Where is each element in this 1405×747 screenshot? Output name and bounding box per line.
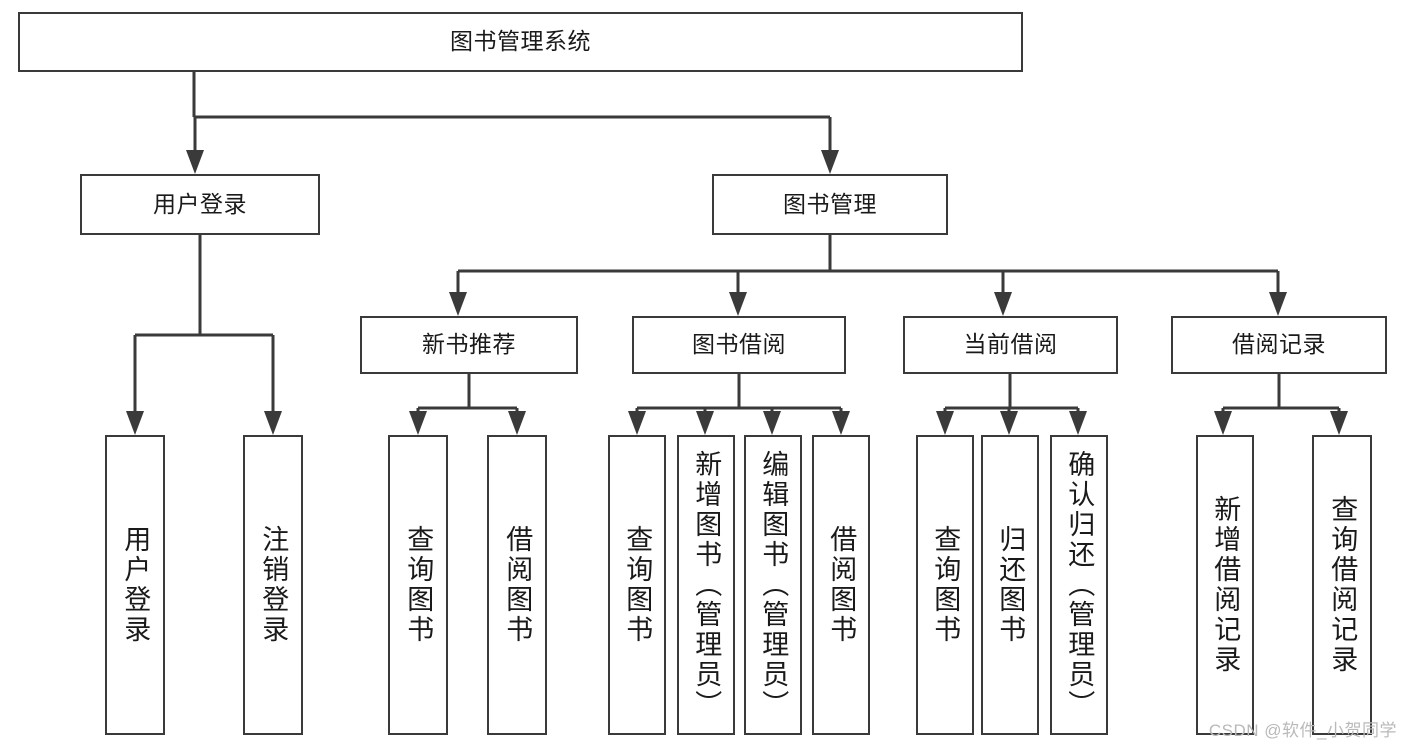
node-label-current: 当前借阅 — [963, 331, 1058, 358]
node-label-newbook: 新书推荐 — [422, 331, 516, 358]
node-label-l-logout: 注销登录 — [258, 525, 289, 645]
node-label-b-add: 新增图书（管理员） — [691, 450, 722, 720]
connector-login-arrowhead-1 — [264, 411, 282, 435]
connector-current-arrowhead-1 — [1000, 411, 1018, 435]
node-label-login: 用户登录 — [153, 190, 247, 217]
node-label-root: 图书管理系统 — [450, 28, 591, 55]
node-b-take[interactable]: 借阅图书 — [812, 435, 870, 735]
node-label-n-query: 查询图书 — [403, 525, 434, 645]
node-root[interactable]: 图书管理系统 — [18, 12, 1023, 72]
node-b-query[interactable]: 查询图书 — [608, 435, 666, 735]
node-label-borrow: 图书借阅 — [692, 331, 786, 358]
node-label-b-edit: 编辑图书（管理员） — [758, 450, 789, 720]
connector-borrow-arrowhead-3 — [832, 411, 850, 435]
node-record[interactable]: 借阅记录 — [1171, 316, 1387, 374]
node-label-b-take: 借阅图书 — [826, 525, 857, 645]
connector-borrow-arrowhead-2 — [763, 411, 781, 435]
connector-bookmgmt-arrowhead-2 — [994, 292, 1012, 316]
connector-bookmgmt-arrowhead-0 — [449, 292, 467, 316]
node-r-add[interactable]: 新增借阅记录 — [1196, 435, 1254, 735]
node-label-c-return: 归还图书 — [995, 525, 1026, 645]
connector-root-arrowhead-1 — [821, 150, 839, 174]
node-current[interactable]: 当前借阅 — [903, 316, 1118, 374]
node-borrow[interactable]: 图书借阅 — [632, 316, 846, 374]
connector-borrow-arrowhead-0 — [628, 411, 646, 435]
node-l-login[interactable]: 用户登录 — [105, 435, 165, 735]
connector-current-arrowhead-0 — [936, 411, 954, 435]
node-c-query[interactable]: 查询图书 — [916, 435, 974, 735]
connector-root-arrowhead-0 — [186, 150, 204, 174]
node-n-borrow[interactable]: 借阅图书 — [487, 435, 547, 735]
node-label-b-query: 查询图书 — [622, 525, 653, 645]
connector-record-arrowhead-1 — [1330, 411, 1348, 435]
node-c-confirm[interactable]: 确认归还（管理员） — [1050, 435, 1108, 735]
node-b-add[interactable]: 新增图书（管理员） — [677, 435, 735, 735]
node-login[interactable]: 用户登录 — [80, 174, 320, 235]
connector-current-arrowhead-2 — [1069, 411, 1087, 435]
node-l-logout[interactable]: 注销登录 — [243, 435, 303, 735]
node-label-bookmgmt: 图书管理 — [783, 190, 877, 217]
connector-newbook-arrowhead-1 — [508, 411, 526, 435]
connector-borrow-arrowhead-1 — [696, 411, 714, 435]
node-label-r-add: 新增借阅记录 — [1210, 495, 1241, 675]
connector-login-arrowhead-0 — [126, 411, 144, 435]
node-label-r-query: 查询借阅记录 — [1327, 495, 1358, 675]
watermark: CSDN @软件_小贺同学 — [1208, 721, 1397, 740]
node-n-query[interactable]: 查询图书 — [388, 435, 448, 735]
node-c-return[interactable]: 归还图书 — [981, 435, 1039, 735]
node-label-c-confirm: 确认归还（管理员） — [1064, 450, 1095, 720]
node-newbook[interactable]: 新书推荐 — [360, 316, 578, 374]
node-label-record: 借阅记录 — [1232, 331, 1326, 358]
node-label-l-login: 用户登录 — [120, 525, 151, 645]
connector-bookmgmt-arrowhead-3 — [1269, 292, 1287, 316]
node-bookmgmt[interactable]: 图书管理 — [712, 174, 948, 235]
node-r-query[interactable]: 查询借阅记录 — [1312, 435, 1372, 735]
node-label-n-borrow: 借阅图书 — [502, 525, 533, 645]
connector-newbook-arrowhead-0 — [409, 411, 427, 435]
connector-record-arrowhead-0 — [1214, 411, 1232, 435]
node-b-edit[interactable]: 编辑图书（管理员） — [744, 435, 802, 735]
connector-bookmgmt-arrowhead-1 — [729, 292, 747, 316]
node-label-c-query: 查询图书 — [930, 525, 961, 645]
